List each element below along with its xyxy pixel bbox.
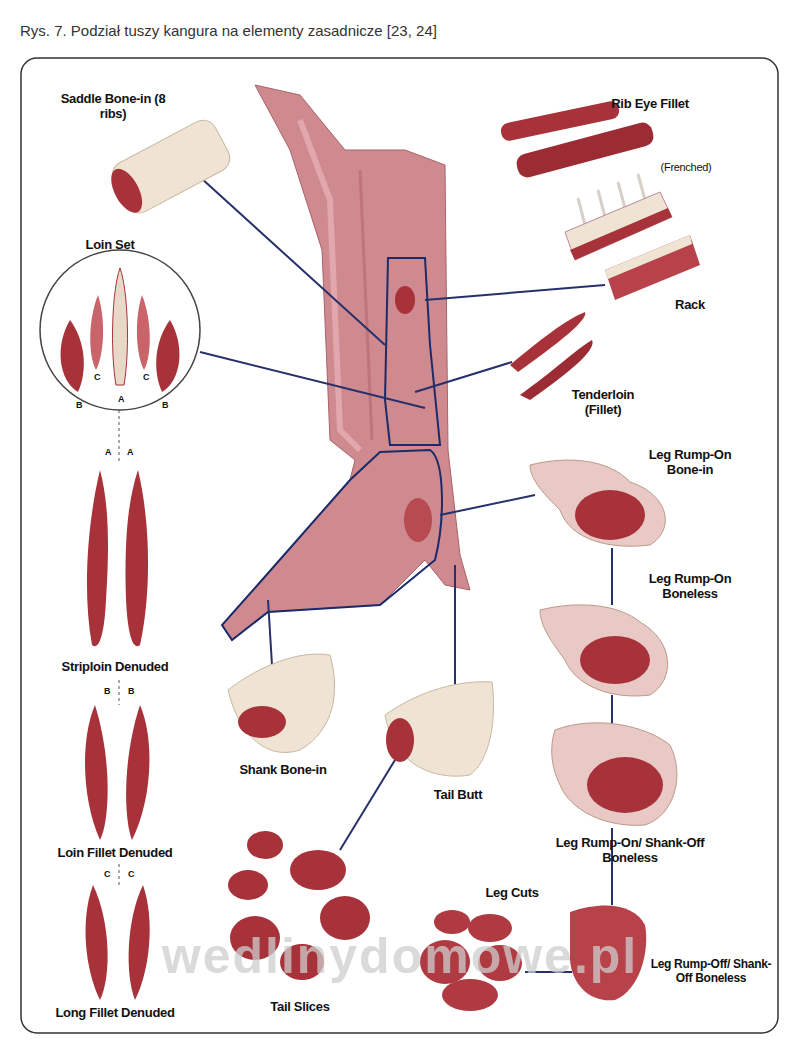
cut-name: Rack (660, 298, 720, 313)
cut-name: Leg Cuts (467, 886, 557, 901)
cut-name: Leg Rump-On Bone-in (635, 448, 745, 478)
cut-name: Leg Rump-Off/ Shank-Off Boneless (646, 958, 776, 986)
part-letter: A (123, 447, 137, 457)
part-letter: C (90, 372, 104, 382)
cut-name: Long Fillet Denuded (40, 1006, 190, 1021)
cut-name: Loin Set (65, 238, 155, 253)
cut-name: Loin Fillet Denuded (40, 846, 190, 861)
cut-name: Tail Slices (250, 1000, 350, 1015)
part-letter: A (114, 394, 128, 404)
part-letter: C (124, 869, 138, 879)
cut-name: Striploin Denuded (40, 660, 190, 675)
figure-title: Rys. 7. Podział tuszy kangura na element… (20, 22, 437, 39)
cut-name: Tenderloin (Fillet) (558, 388, 648, 418)
part-letter: C (139, 372, 153, 382)
part-letter: B (124, 686, 138, 696)
cut-name: Tail Butt (408, 788, 508, 803)
cut-name: Shank Bone-in (218, 763, 348, 778)
cut-name: Saddle Bone-in (8 ribs) (53, 92, 173, 122)
cut-name: Leg Rump-On Boneless (635, 572, 745, 602)
part-letter: C (100, 869, 114, 879)
part-letter: B (72, 400, 86, 410)
cut-name: Rib Eye Fillet (590, 97, 710, 112)
part-letter: A (101, 447, 115, 457)
cut-name: Leg Rump-On/ Shank-Off Boneless (555, 836, 705, 866)
watermark: wedlinydomowe.pl (40, 928, 760, 986)
cut-note: (Frenched) (646, 161, 726, 174)
part-letter: B (158, 400, 172, 410)
part-letter: B (100, 686, 114, 696)
